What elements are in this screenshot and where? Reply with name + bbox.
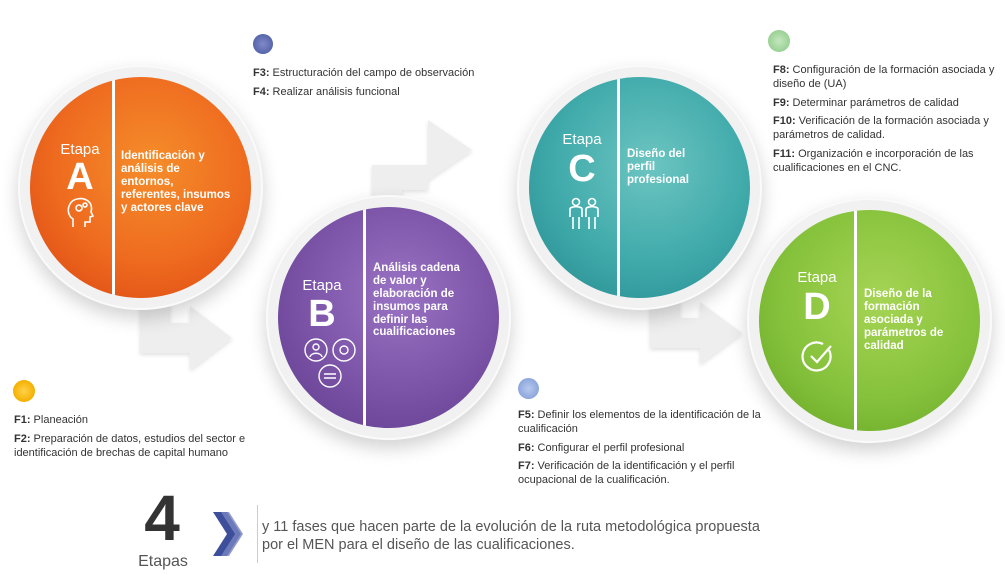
phase-f6: F6: Configurar el perfil profesional	[518, 441, 685, 454]
phase-f5: F5: Definir los elementos de la identifi…	[518, 409, 761, 435]
stage-d-disc	[759, 210, 980, 431]
stage-count-number: 4	[144, 482, 180, 554]
stage-d-label: Etapa	[797, 269, 837, 286]
phase-f2: F2: Preparación de datos, estudios del s…	[14, 432, 246, 459]
stage-a-dot	[13, 380, 35, 402]
stage-c-text: Diseño del perfil profesional	[627, 148, 689, 186]
stage-d-phases: F8: Configuración de la formación asocia…	[773, 64, 998, 180]
head-gears-icon	[65, 195, 97, 229]
arrow-b-to-c	[372, 120, 472, 198]
footer-description: y 11 fases que hacen parte de la evoluci…	[262, 519, 760, 554]
phase-f7: F7: Verificación de la identificación y …	[518, 460, 735, 486]
stage-count-word: Etapas	[138, 553, 188, 570]
stage-d-dot	[768, 30, 790, 52]
stage-a-disc	[30, 77, 251, 298]
stage-a-label: Etapa	[60, 141, 100, 158]
phase-f8: F8: Configuración de la formación asocia…	[773, 64, 995, 90]
stage-b-dot	[253, 34, 273, 54]
checkmark-icon	[801, 339, 835, 373]
stage-c-phases: F5: Definir los elementos de la identifi…	[518, 409, 783, 493]
phase-f1: F1: Planeación	[14, 414, 88, 426]
phase-f9: F9: Determinar parámetros de calidad	[773, 96, 959, 109]
stage-c-dot	[518, 378, 539, 399]
stage-a-letter: A	[66, 156, 94, 198]
stage-c-letter: C	[568, 148, 596, 190]
phase-f4: F4: Realizar análisis funcional	[253, 85, 400, 98]
stage-d-text: Diseño de la formación asociada y paráme…	[864, 288, 944, 352]
two-people-icon	[566, 197, 602, 231]
stage-a-phases: F1: Planeación F2: Preparación de datos,…	[14, 414, 284, 465]
double-chevron-icon	[213, 512, 249, 556]
phase-f3: F3: Estructuración del campo de observac…	[253, 67, 475, 79]
arrow-a-to-b	[140, 295, 232, 370]
arrow-c-to-d	[650, 288, 742, 364]
stage-c-label: Etapa	[562, 131, 602, 148]
stage-b-label: Etapa	[302, 277, 342, 294]
stage-d-letter: D	[803, 286, 831, 328]
stage-c-disc	[529, 77, 750, 298]
people-gears-icon	[302, 337, 358, 389]
stage-a-text: Identificación y análisis de entornos, r…	[121, 150, 231, 214]
phase-f10: F10: Verificación de la formación asocia…	[773, 115, 989, 141]
stage-b-phases: F3: Estructuración del campo de observac…	[253, 67, 523, 105]
phase-f11: F11: Organización e incorporación de las…	[773, 147, 974, 174]
footer-divider	[257, 505, 258, 563]
stage-b-text: Análisis cadena de valor y elaboración d…	[373, 262, 460, 339]
stage-b-letter: B	[308, 293, 336, 335]
stage-b-disc	[278, 207, 499, 428]
